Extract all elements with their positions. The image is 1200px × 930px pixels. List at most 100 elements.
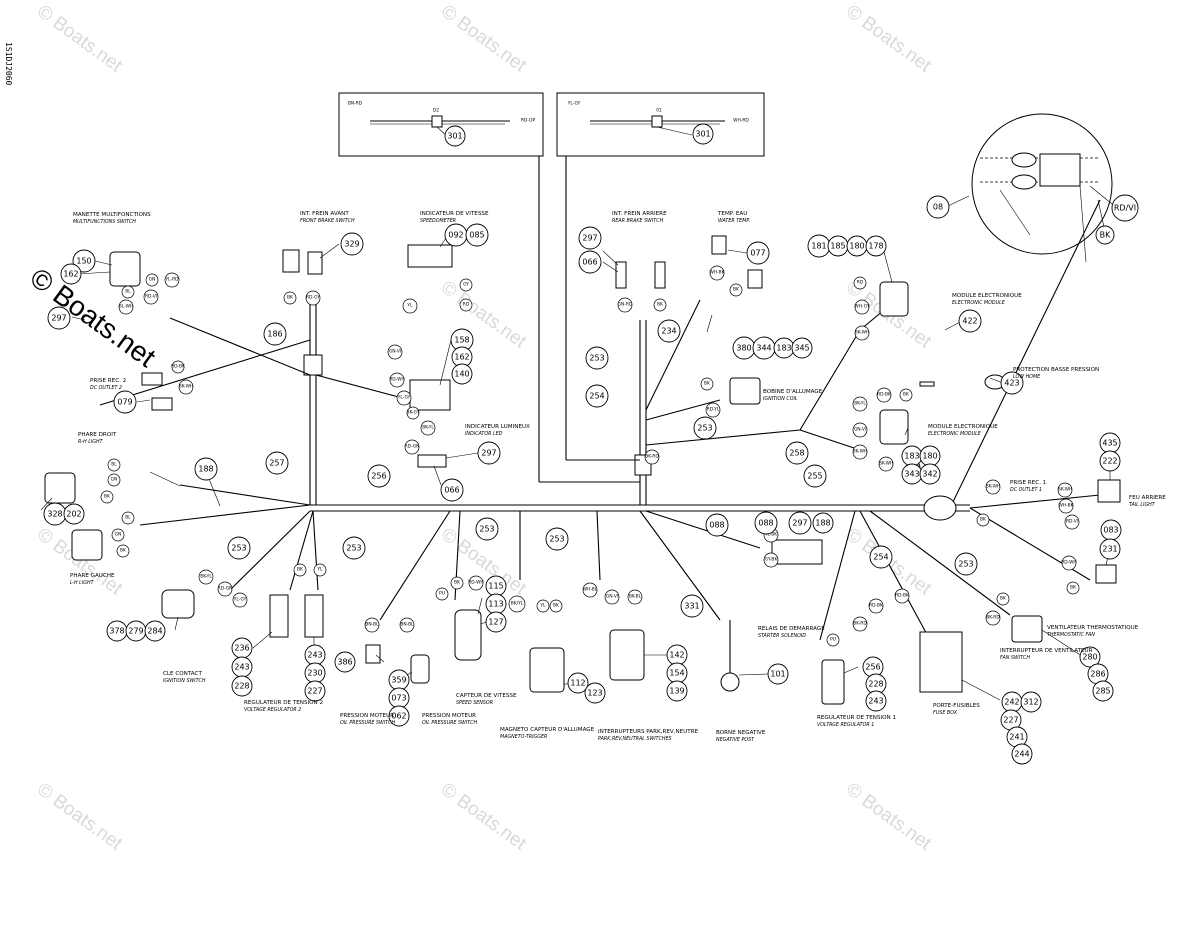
label-fr: CLE CONTACT xyxy=(163,671,202,677)
label-en: LOW HOME xyxy=(1013,374,1041,380)
callout-number: 231 xyxy=(1102,545,1117,554)
callout-number: 343 xyxy=(904,470,919,479)
wire-code: GN-VI xyxy=(854,427,866,433)
wire-code: BK-WH xyxy=(986,484,1000,490)
wire-code: BL xyxy=(125,289,131,295)
wire-code: BK xyxy=(454,580,460,586)
callout-number: 301 xyxy=(447,132,462,141)
label-en: R-H LIGHT xyxy=(78,439,104,445)
wire-code: RD-BK xyxy=(877,392,891,398)
label-fr: BOBINE D'ALLUMAGE xyxy=(763,389,823,395)
wire-code: BK xyxy=(903,392,909,398)
callout-number: 253 xyxy=(231,544,246,553)
watermark-large: © Boats.net xyxy=(24,262,161,373)
wire-code: WH-BK xyxy=(710,270,725,276)
watermark: © Boats.net xyxy=(33,779,126,855)
wire-code: BK-WH xyxy=(855,330,869,336)
callout-number: 230 xyxy=(307,669,322,678)
callout-number: 083 xyxy=(1103,526,1118,535)
wire-code: RD-WH xyxy=(389,377,404,383)
label-en: OIL PRESSURE SWITCH xyxy=(422,720,477,726)
inset-left: BN-RD D2 RD-OP xyxy=(338,92,544,157)
inset-wire-label: RD-OP xyxy=(521,118,536,124)
wire-code: BN-BL xyxy=(365,622,379,628)
callout-number: 188 xyxy=(198,465,213,474)
wire-code: YL xyxy=(316,567,323,573)
wire-code: BK-BL xyxy=(629,594,642,600)
callout-number: 312 xyxy=(1023,698,1038,707)
wire-code: BK xyxy=(980,517,986,523)
wire-code: BK-RD xyxy=(853,621,867,627)
wire-code: BK-RD xyxy=(986,615,1000,621)
callout-number: 301 xyxy=(695,130,710,139)
label-en: INDICATOR LED xyxy=(465,431,503,437)
wire-code: YL-BK xyxy=(764,532,777,538)
label-en: FRONT BRAKE SWITCH xyxy=(300,218,355,224)
callout-number: 101 xyxy=(770,670,785,679)
wire-code: RD-GY xyxy=(306,295,320,301)
callout-number: BK xyxy=(1100,231,1111,240)
callout-number: 180 xyxy=(922,452,937,461)
label-fr: INDICATEUR DE VITESSE xyxy=(420,211,489,217)
wire-code: BK-YL xyxy=(200,574,212,580)
label-fr: REGULATEUR DE TENSION 1 xyxy=(817,715,897,721)
harness xyxy=(99,156,1101,641)
wire-code: RD-VI xyxy=(145,294,157,300)
callout-number: 345 xyxy=(794,344,809,353)
callout-number: 255 xyxy=(807,472,822,481)
wire-code: GN-VI xyxy=(606,594,618,600)
label-en: REAR BRAKE SWITCH xyxy=(612,218,664,224)
callout-number: 127 xyxy=(488,618,503,627)
callout-number: 073 xyxy=(391,694,406,703)
wire-code: BL xyxy=(125,515,131,521)
inset-wire-mark: 01 xyxy=(656,108,662,114)
callout-number: 222 xyxy=(1102,457,1117,466)
callout-number: 228 xyxy=(234,682,249,691)
label-en: IGNITION SWITCH xyxy=(163,678,206,684)
inset-circle xyxy=(947,113,1113,263)
callout-number: 181 xyxy=(811,242,826,251)
callout-number: 243 xyxy=(868,697,883,706)
label-en: VOLTAGE REGULATOR 2 xyxy=(244,707,301,713)
callout-number: 422 xyxy=(962,317,977,326)
callout-number: 140 xyxy=(454,370,469,379)
callout-number: 092 xyxy=(448,231,463,240)
wire-code: BK xyxy=(297,567,303,573)
label-en: SPEEDOMETER xyxy=(420,218,456,224)
component-shapes xyxy=(44,235,1121,705)
callout-number: 386 xyxy=(337,658,352,667)
label-fr: TEMP. EAU xyxy=(717,211,747,217)
callout-number: 162 xyxy=(454,353,469,362)
label-en: VOLTAGE REGULATOR 1 xyxy=(817,722,874,728)
label-fr: RELAIS DE DEMARRAGE xyxy=(758,626,825,632)
wire-code: RD xyxy=(857,280,864,286)
label-fr: PHARE GAUCHE xyxy=(70,573,115,579)
callout-number: 113 xyxy=(488,600,503,609)
callout-number: 158 xyxy=(454,336,469,345)
wire-code: BK-WH xyxy=(853,449,867,455)
wire-code: RD-BK xyxy=(895,593,909,599)
callout-number: 079 xyxy=(117,398,132,407)
label-en: THERMOSTATIC FAN xyxy=(1047,632,1095,638)
wire-code: YL-RD xyxy=(164,277,179,283)
callout-number: 228 xyxy=(868,680,883,689)
label-fr: MANETTE MULTIFONCTIONS xyxy=(73,212,151,218)
callout-number: 150 xyxy=(76,257,91,266)
label-fr: REGULATEUR DE TENSION 2 xyxy=(244,700,323,706)
wire-code: RD-WH xyxy=(468,580,483,586)
wire-code: GN xyxy=(115,532,122,538)
wire-code: WH-GY xyxy=(854,304,870,310)
label-en: DC OUTLET 2 xyxy=(90,385,122,391)
wire-code: BK/YL xyxy=(511,601,524,607)
wire-code: GN xyxy=(111,477,118,483)
wire-code: BK xyxy=(553,603,559,609)
wire-code: WH-BK xyxy=(1059,503,1074,509)
label-en: SPEED SENSOR xyxy=(456,700,493,706)
wire-code: RD-YL xyxy=(707,407,720,413)
wire-code: GN-RD xyxy=(618,302,633,308)
callout-number: 254 xyxy=(589,392,604,401)
callout-number: 359 xyxy=(391,676,406,685)
wire-code: BK-YL xyxy=(422,425,434,431)
inset-wire-label: WH-RD xyxy=(733,118,749,124)
